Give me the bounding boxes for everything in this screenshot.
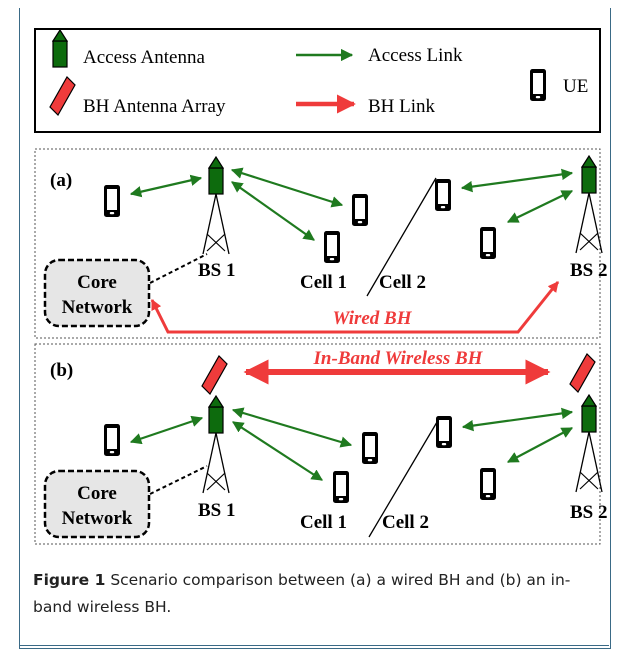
wired-bh-link [150, 281, 560, 334]
figure-frame [19, 8, 611, 649]
caption-label: Figure 1 [33, 571, 106, 589]
wireless-bh-label: In-Band Wireless BH [313, 348, 484, 369]
tower-icon [202, 432, 230, 494]
cell1-label-b: Cell 1 [300, 512, 347, 533]
legend-bh-antenna-array: BH Antenna Array [83, 96, 226, 117]
bs2-label-b: BS 2 [570, 502, 608, 523]
wired-bh-label: Wired BH [333, 308, 413, 329]
core-network-b [43, 469, 151, 539]
access-links-a [129, 167, 574, 241]
bh-array-icon [201, 355, 228, 395]
panel-a: (a) Cell 1 Cell 2 BS 1 BS 2 Core Network… [34, 148, 608, 339]
ue-icon [530, 69, 546, 101]
antenna-icon [208, 156, 224, 195]
antenna-icon [581, 155, 597, 194]
legend: Access Antenna Access Link BH Antenna Ar… [34, 28, 601, 133]
core-label-line2-a: Network [62, 297, 133, 318]
cell2-label-b: Cell 2 [382, 512, 429, 533]
ue-phone-icon [104, 185, 120, 217]
tower-icon [202, 193, 230, 255]
legend-box [34, 28, 601, 133]
core-network-a [43, 258, 151, 328]
bs1-label-b: BS 1 [198, 500, 236, 521]
tower-icon [575, 431, 603, 493]
cell1-label-a: Cell 1 [300, 272, 347, 293]
cell2-label-a: Cell 2 [379, 272, 426, 293]
tower-icon [575, 192, 603, 254]
panel-b-border [34, 343, 601, 545]
legend-bh-link: BH Link [368, 96, 436, 117]
ue-phone-icon [480, 468, 496, 500]
panel-b: (b) In-Band Wireless BH Cell 1 Cell 2 BS… [34, 343, 608, 545]
panel-a-tag: (a) [50, 170, 72, 191]
ue-phone-icon [352, 194, 368, 226]
bh-array-icon [569, 353, 596, 393]
bs1-label-a: BS 1 [198, 260, 236, 281]
figure-caption: Figure 1 Scenario comparison between (a)… [33, 567, 593, 621]
ue-phone-icon [333, 471, 349, 503]
ue-phone-icon [324, 231, 340, 263]
cell-boundary-a [366, 177, 437, 297]
ue-phone-icon [362, 432, 378, 464]
legend-ue: UE [563, 76, 588, 97]
antenna-icon [581, 394, 597, 433]
core-link-a [149, 253, 208, 284]
core-label-line1-a: Core [77, 272, 117, 293]
panel-b-tag: (b) [50, 360, 73, 381]
core-label-line1-b: Core [77, 483, 117, 504]
core-label-line2-b: Network [62, 508, 133, 529]
caption-text: Scenario comparison between (a) a wired … [33, 571, 571, 616]
antenna-icon [208, 395, 224, 434]
bs2-label-a: BS 2 [570, 260, 608, 281]
access-links-b [129, 407, 574, 481]
legend-access-antenna: Access Antenna [83, 47, 205, 68]
core-link-b [149, 465, 208, 495]
legend-access-link: Access Link [368, 45, 463, 66]
ue-phone-icon [435, 179, 451, 211]
ue-phone-icon [104, 424, 120, 456]
figure-frame-bottom [19, 645, 609, 646]
panel-a-border [34, 148, 601, 339]
ue-phone-icon [480, 227, 496, 259]
cell-boundary-b [368, 416, 441, 538]
